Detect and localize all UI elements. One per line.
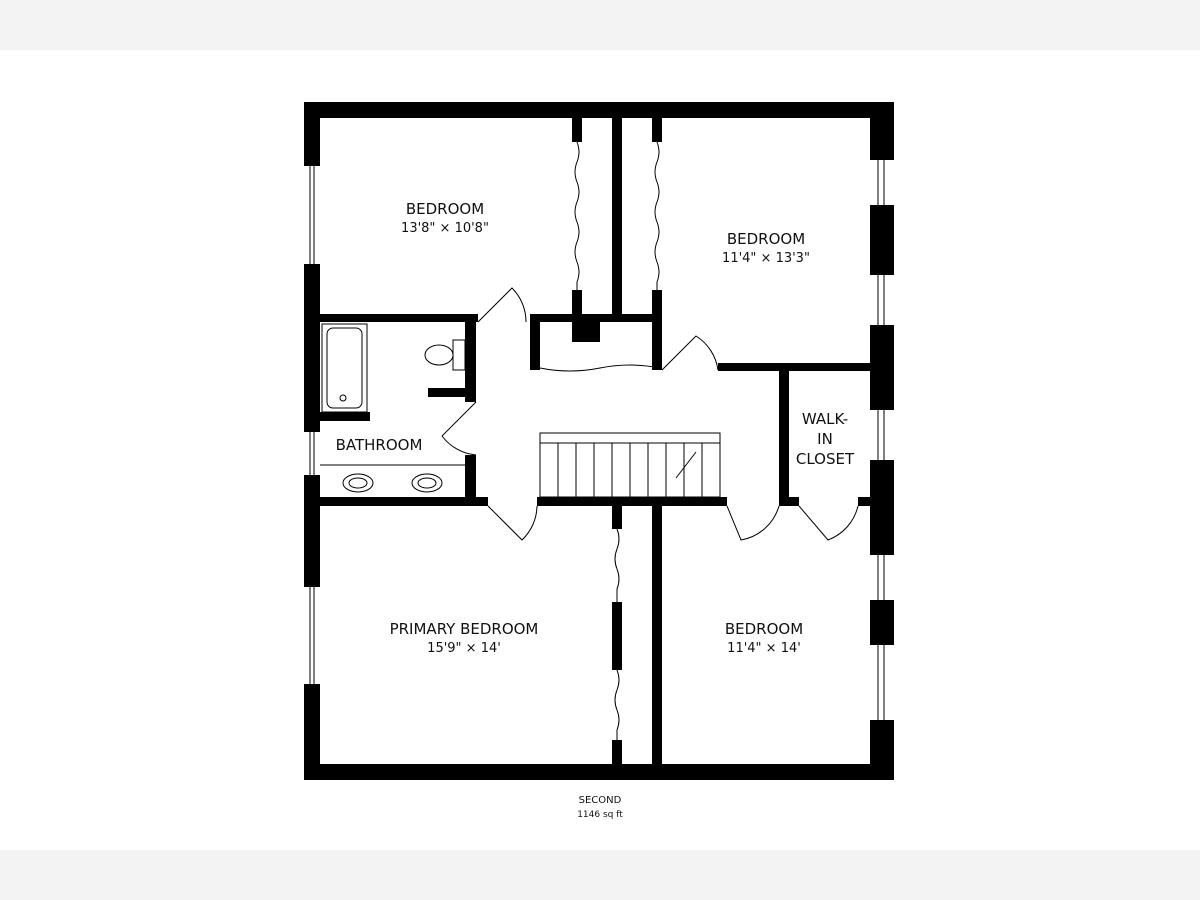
wall-closet — [612, 602, 622, 670]
room-name: PRIMARY BEDROOM — [390, 620, 539, 638]
wall-closet — [652, 290, 662, 370]
room-dims: 13'8" × 10'8" — [401, 221, 489, 236]
wall-right — [870, 460, 894, 555]
wall-right — [870, 720, 894, 780]
wall-hall-bottom — [537, 497, 727, 506]
bottom-margin — [0, 850, 1200, 900]
floor-name: SECOND — [579, 795, 622, 806]
wall-bedroom-divider — [652, 505, 662, 764]
wall-top — [304, 102, 894, 118]
room-dims: 15'9" × 14' — [427, 641, 501, 656]
room-name: BEDROOM — [406, 200, 484, 218]
walls — [304, 102, 894, 780]
stair-treads — [557, 443, 703, 497]
wall-bedroom2-bottom — [718, 363, 870, 371]
wall-left — [304, 684, 320, 780]
wall-linen-left — [530, 314, 540, 370]
room-dims: 11'4" × 14' — [727, 641, 801, 656]
wall-right — [870, 600, 894, 645]
wall-walkin-left — [779, 371, 789, 505]
wall-right — [870, 205, 894, 275]
wall-closet-bottom — [858, 497, 872, 506]
wall-left — [304, 264, 320, 432]
wall-right — [870, 325, 894, 410]
room-name: BEDROOM — [725, 620, 803, 638]
wall-bath-top — [304, 314, 478, 322]
room-labels: BEDROOM 13'8" × 10'8" BEDROOM 11'4" × 13… — [336, 200, 855, 656]
fixtures — [309, 141, 885, 740]
wall-right — [870, 102, 894, 160]
floor-plan-canvas — [0, 50, 1200, 850]
floor-area: 1146 sq ft — [577, 810, 623, 820]
wall-linen-block — [572, 314, 600, 342]
wall-bath-right — [465, 314, 476, 402]
wall-left — [304, 102, 320, 166]
room-name: WALK- — [802, 410, 848, 428]
wall-closet — [612, 740, 622, 764]
room-name: CLOSET — [796, 450, 855, 468]
wall-closet — [572, 118, 582, 142]
wall-bath-stub — [428, 388, 468, 397]
wall-closet — [572, 290, 582, 322]
top-margin — [0, 0, 1200, 50]
wall-tub — [320, 412, 370, 421]
wall-closet-divider — [612, 118, 622, 318]
wall-closet — [652, 118, 662, 142]
room-name: BATHROOM — [336, 436, 423, 454]
room-name: IN — [817, 430, 833, 448]
wall-closet — [612, 505, 622, 529]
wall-bottom — [304, 764, 894, 780]
wall-left — [304, 475, 320, 587]
wall-primary-top — [304, 497, 488, 506]
wall-bath-right — [465, 455, 476, 505]
room-dims: 11'4" × 13'3" — [722, 251, 810, 266]
room-name: BEDROOM — [727, 230, 805, 248]
